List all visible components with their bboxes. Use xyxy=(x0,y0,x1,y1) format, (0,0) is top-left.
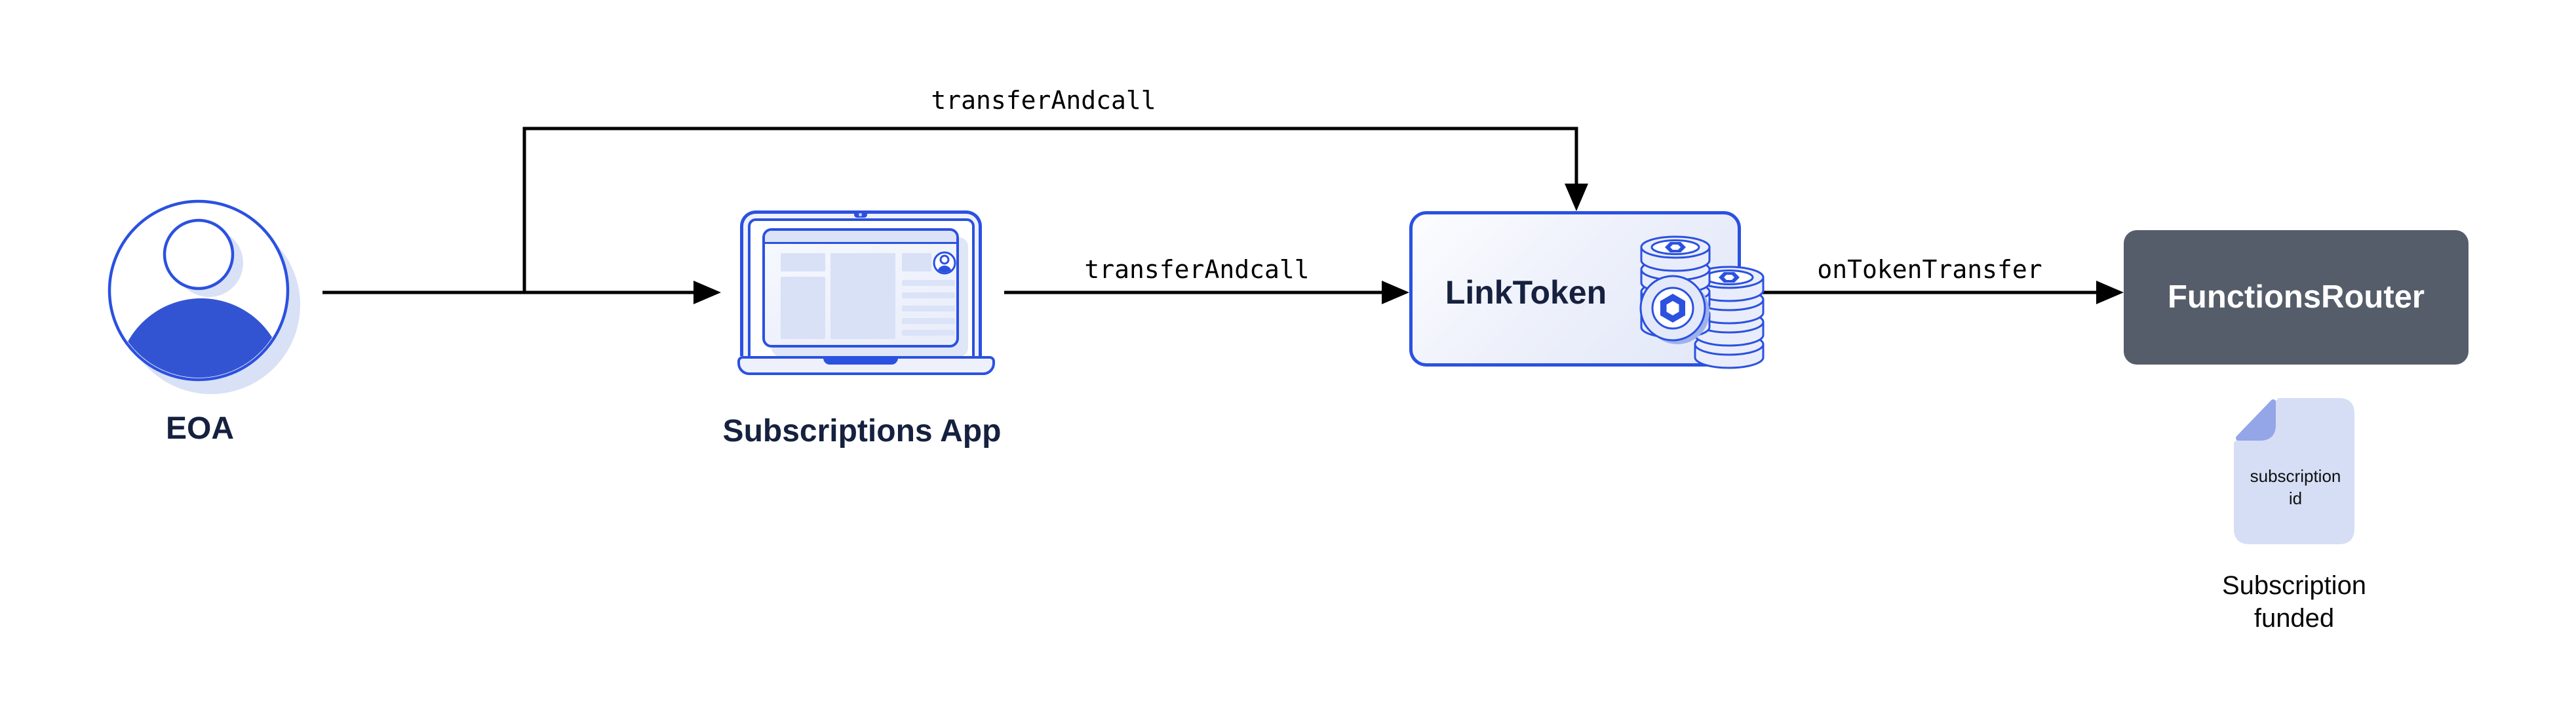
label-transferandcall-mid: transferAndcall xyxy=(1084,255,1310,284)
label-transferandcall-top: transferAndcall xyxy=(931,86,1156,115)
eoa-label: EOA xyxy=(165,411,235,446)
arrow-branch-eoa-to-linktoken-line xyxy=(522,127,1578,292)
linktoken-label: LinkToken xyxy=(1445,274,1607,311)
link-coins-icon xyxy=(1639,235,1765,369)
laptop-camera-icon xyxy=(854,212,867,218)
app-window xyxy=(762,228,959,348)
app-window-header xyxy=(765,231,956,244)
app-user-avatar-icon xyxy=(933,251,956,275)
label-ontokentransfer: onTokenTransfer xyxy=(1817,255,2042,284)
arrowhead-into-linktoken-top xyxy=(1565,184,1588,211)
functionsrouter-box: FunctionsRouter xyxy=(2124,230,2469,365)
eoa-avatar-icon xyxy=(107,199,300,394)
subscription-funded-label: Subscription funded xyxy=(2221,571,2367,633)
arrowhead-into-app xyxy=(693,281,721,304)
functionsrouter-label: FunctionsRouter xyxy=(2168,279,2425,315)
laptop-trackpad-notch xyxy=(823,356,898,365)
subscription-doc-icon xyxy=(2234,398,2354,544)
arrowhead-into-router xyxy=(2096,281,2124,304)
subscriptions-app-label: Subscriptions App xyxy=(722,414,1002,449)
subscription-doc-text: subscription id xyxy=(2250,466,2341,508)
arrowhead-into-linktoken-left xyxy=(1382,281,1409,304)
